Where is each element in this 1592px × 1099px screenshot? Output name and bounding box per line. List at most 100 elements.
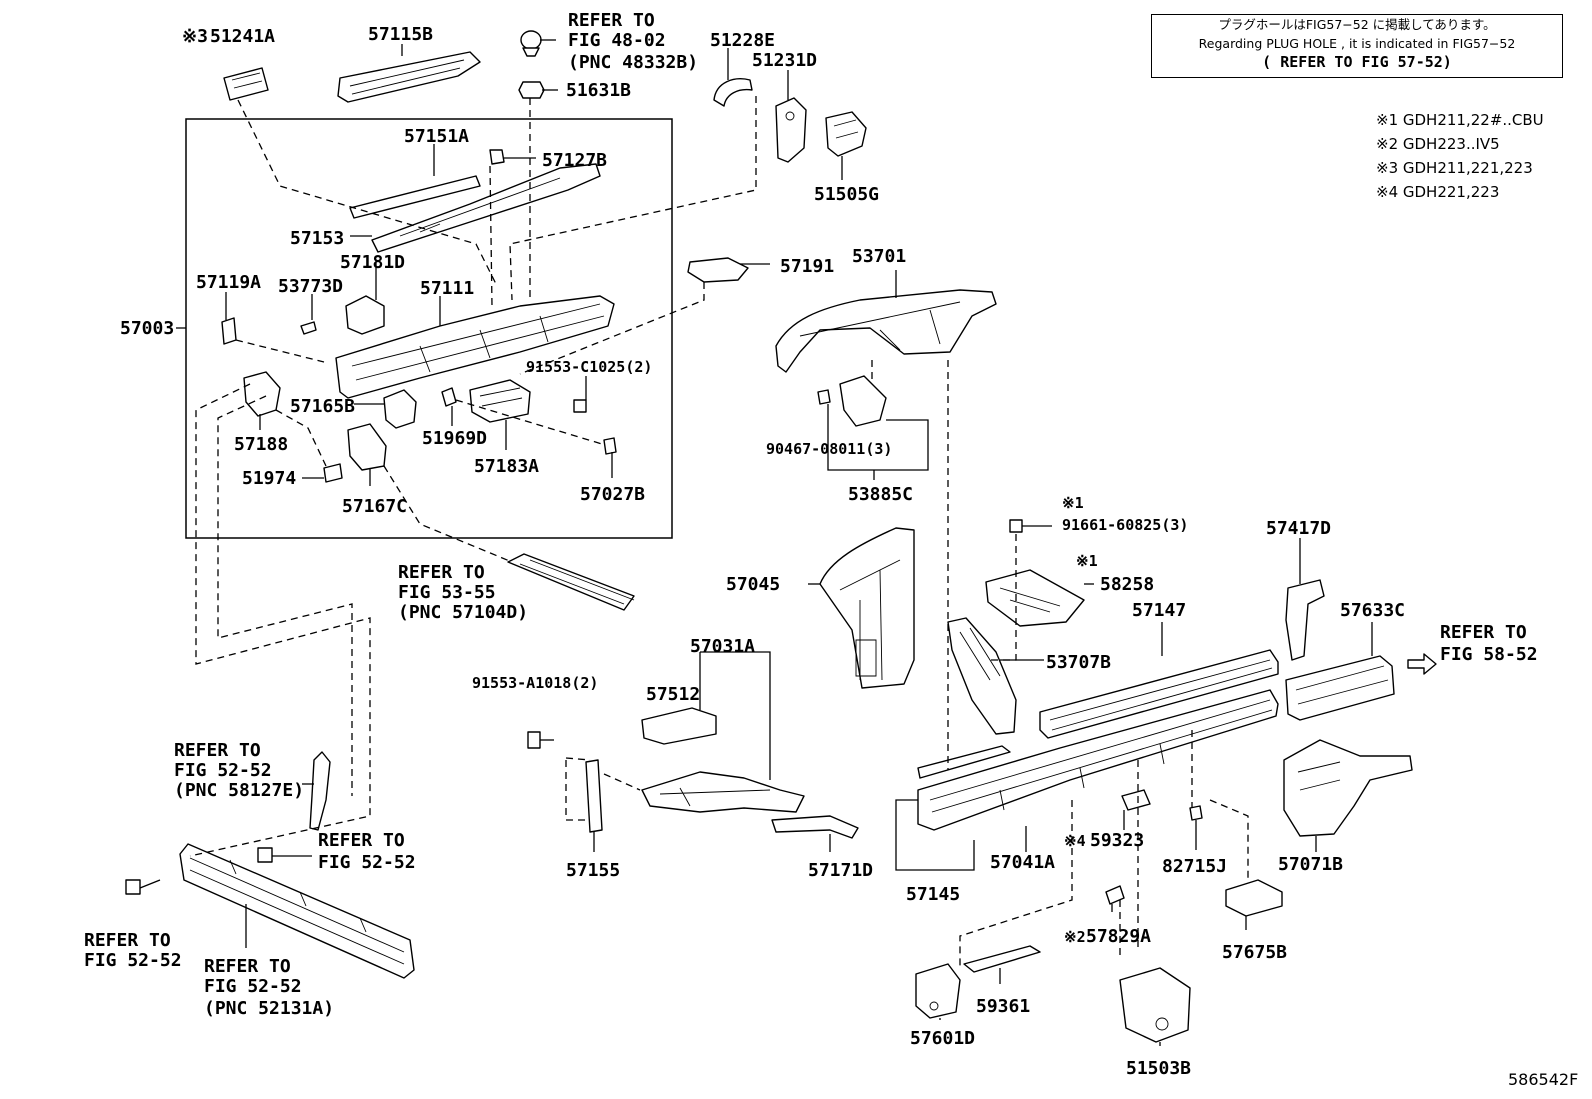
marker-4: ※4: [1064, 832, 1086, 850]
bolt-91553-A1018: [527, 731, 541, 749]
label-58258: 58258: [1100, 574, 1154, 595]
label-57165B: 57165B: [290, 396, 355, 417]
part-57147: [1039, 649, 1279, 739]
label-57045: 57045: [726, 574, 780, 595]
label-57153: 57153: [290, 228, 344, 249]
label-59323: 59323: [1090, 830, 1144, 851]
label-ref53-3: (PNC 57104D): [398, 602, 528, 623]
label-53707B: 53707B: [1046, 652, 1111, 673]
label-51503B: 51503B: [1126, 1058, 1191, 1079]
marker-1b: ※1: [1076, 552, 1098, 570]
part-57633C: [1285, 655, 1395, 721]
label-ref52d-2: FIG 52-52: [204, 976, 302, 997]
label-51974: 51974: [242, 468, 296, 489]
part-51631B: [518, 81, 545, 99]
part-51241A: [223, 67, 269, 101]
part-57111: [335, 295, 615, 399]
part-shapes: [125, 30, 1437, 1043]
label-57188: 57188: [234, 434, 288, 455]
label-53885C: 53885C: [848, 484, 913, 505]
part-57601D: [915, 963, 961, 1019]
part-57027B: [603, 437, 617, 455]
label-53773D: 53773D: [278, 276, 343, 297]
label-57027B: 57027B: [580, 484, 645, 505]
label-57675B: 57675B: [1222, 942, 1287, 963]
label-57829A: 57829A: [1086, 926, 1151, 947]
label-57041A: 57041A: [990, 852, 1055, 873]
legend-item-1: ※1 GDH211,22#..CBU: [1376, 111, 1544, 129]
part-57127B: [489, 149, 505, 165]
part-57171D: [771, 815, 859, 839]
part-57041A: [917, 689, 1279, 831]
legend-item-4: ※4 GDH221,223: [1376, 183, 1500, 201]
label-ref52c-2: FIG 52-52: [84, 950, 182, 971]
label-57127B: 57127B: [542, 150, 607, 171]
figure-code: 586542F: [1508, 1070, 1579, 1089]
bolt-91661-60825: [1009, 519, 1023, 533]
label-ref48-2: FIG 48-02: [568, 30, 666, 51]
part-51228E: [713, 78, 753, 107]
label-57119A: 57119A: [196, 272, 261, 293]
part-plug-48332B: [520, 30, 542, 50]
part-57155: [585, 759, 603, 833]
label-ref53-2: FIG 53-55: [398, 582, 496, 603]
label-57167C: 57167C: [342, 496, 407, 517]
label-59361: 59361: [976, 996, 1030, 1017]
label-51228E: 51228E: [710, 30, 775, 51]
label-91661-60825: 91661-60825(3): [1062, 516, 1188, 534]
label-57191: 57191: [780, 256, 834, 277]
part-53773D: [300, 321, 317, 335]
part-57119A: [221, 317, 237, 345]
part-58127E: [309, 751, 331, 831]
part-57675B: [1225, 879, 1283, 917]
part-57829A: [1105, 885, 1125, 905]
label-57111: 57111: [420, 278, 474, 299]
bolt-center: [257, 847, 273, 863]
label-51631B: 51631B: [566, 80, 631, 101]
part-59361: [963, 945, 1041, 973]
bolt-left: [125, 879, 141, 895]
part-57165B: [383, 389, 417, 429]
notice-line-english: Regarding PLUG HOLE , it is indicated in…: [1198, 36, 1516, 51]
part-57145-strip: [917, 745, 1011, 779]
label-57003: 57003: [120, 318, 174, 339]
label-ref52c-1: REFER TO: [84, 930, 171, 951]
label-57071B: 57071B: [1278, 854, 1343, 875]
label-57181D: 57181D: [340, 252, 405, 273]
dashed-lines: [189, 96, 1249, 970]
part-57115B: [337, 51, 481, 103]
part-52131A: [179, 843, 415, 979]
label-ref52a-2: FIG 52-52: [174, 760, 272, 781]
label-ref52a-3: (PNC 58127E): [174, 780, 304, 801]
part-57191: [687, 257, 749, 283]
arrow-to-fig-58-52: [1407, 653, 1437, 675]
label-ref58-2: FIG 58-52: [1440, 644, 1538, 665]
part-51974: [323, 463, 343, 483]
leader-lines: [139, 39, 1373, 1046]
label-57155: 57155: [566, 860, 620, 881]
label-51505G: 51505G: [814, 184, 879, 205]
label-57151A: 57151A: [404, 126, 469, 147]
part-57167C: [347, 423, 387, 471]
part-57188: [243, 371, 281, 417]
part-53707B: [947, 617, 1017, 735]
label-ref52b-2: FIG 52-52: [318, 852, 416, 873]
clip-90467-08011: [817, 389, 831, 405]
label-ref52b-1: REFER TO: [318, 830, 405, 851]
label-57147: 57147: [1132, 600, 1186, 621]
label-57145: 57145: [906, 884, 960, 905]
label-ref52d-3: (PNC 52131A): [204, 998, 334, 1019]
label-51969D: 51969D: [422, 428, 487, 449]
part-57181D: [345, 295, 385, 335]
legend-item-2: ※2 GDH223..IV5: [1376, 135, 1500, 153]
label-53701: 53701: [852, 246, 906, 267]
label-ref58-1: REFER TO: [1440, 622, 1527, 643]
plug-hole-notice: プラグホールはFIG57−52 に掲載してあります。 Regarding PLU…: [1151, 14, 1563, 78]
label-ref52d-1: REFER TO: [204, 956, 291, 977]
label-57183A: 57183A: [474, 456, 539, 477]
part-57512: [641, 707, 717, 745]
label-91553-A1018: 91553-A1018(2): [472, 674, 598, 692]
part-59323: [1121, 789, 1151, 811]
